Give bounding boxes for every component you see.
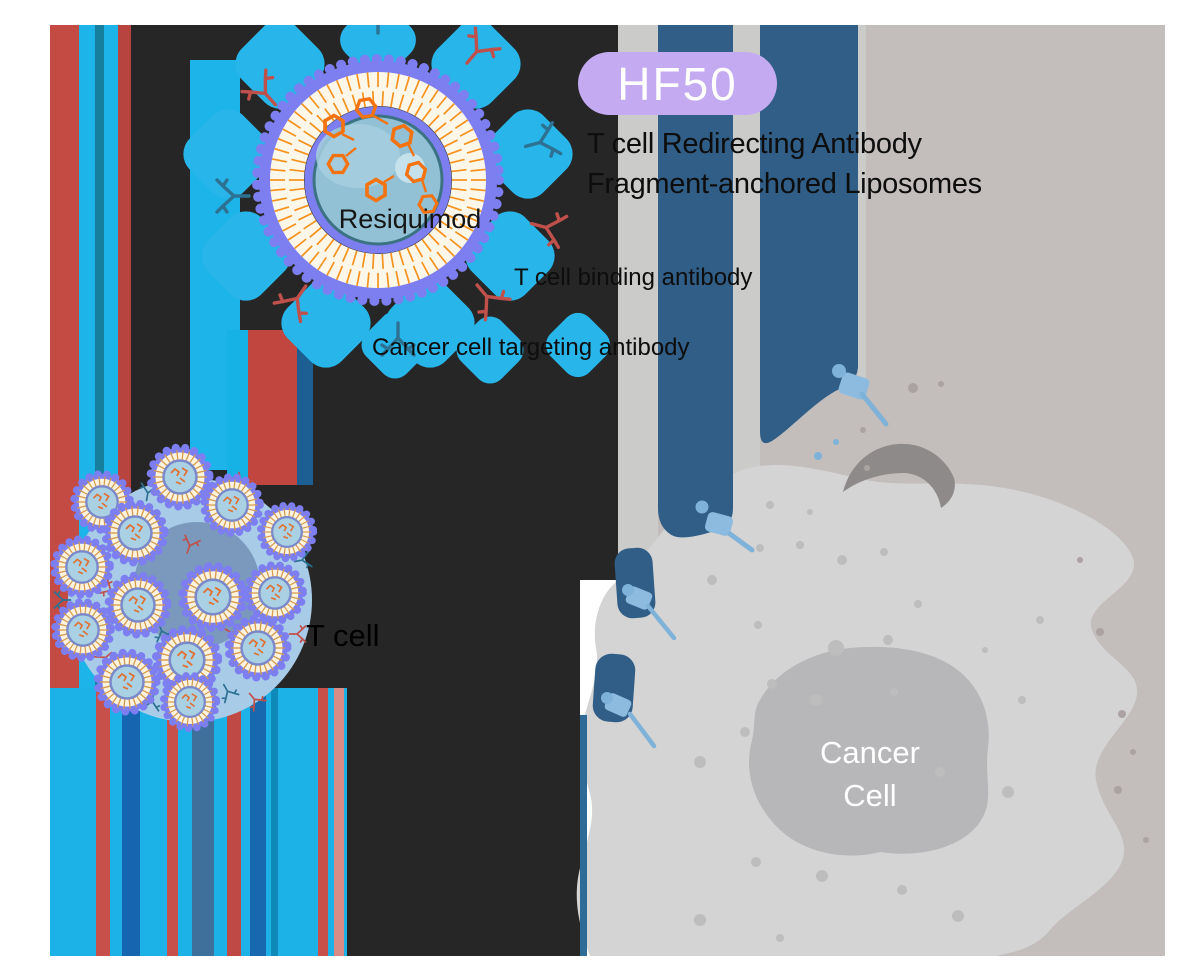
label-t-cell-binding-antibody: T cell binding antibody: [514, 264, 753, 291]
cancer-cell-line2: Cell: [843, 778, 897, 813]
cytoplasm-dot: [1002, 786, 1014, 798]
hf50-badge: HF50: [578, 52, 777, 115]
receptor-stick: [727, 531, 755, 553]
lipid-bilayer-ring: [270, 72, 486, 288]
cytoplasm-dot: [796, 541, 804, 549]
receptor-bead: [832, 364, 846, 378]
receptor-bead: [695, 500, 709, 514]
cytoplasm-dot: [952, 910, 964, 922]
title-line2: Fragment-anchored Liposomes: [587, 168, 982, 200]
cytoplasm-dot: [864, 465, 870, 471]
margin: [0, 0, 1200, 25]
smear-stripe-blue: [250, 688, 266, 956]
cytoplasm-dot: [751, 857, 761, 867]
cytoplasm-dot: [756, 544, 764, 552]
cytoplasm-dot: [938, 381, 944, 387]
liposome: [174, 0, 617, 391]
receptor-bead: [814, 452, 822, 460]
margin: [0, 956, 1200, 968]
cytoplasm-dot: [1096, 628, 1104, 636]
cytoplasm-dot: [1077, 557, 1083, 563]
receptor-stick: [859, 391, 889, 427]
cytoplasm-dot: [982, 647, 988, 653]
smear-stripe-red: [248, 330, 297, 485]
cytoplasm-dot: [880, 548, 888, 556]
cytoplasm-dots: [694, 381, 1149, 942]
smear-stripe-steel: [192, 688, 214, 956]
cytoplasm-dot: [883, 635, 893, 645]
cytoplasm-dot: [897, 885, 907, 895]
resiquimod-molecules: [323, 94, 441, 218]
cytoplasm-dot: [837, 555, 847, 565]
lipid-tails: [270, 72, 486, 288]
smear-stripe-teal: [271, 688, 278, 956]
diagram-title: T cell Redirecting Antibody Fragment-anc…: [587, 124, 982, 204]
smear-stripe-navy: [297, 330, 313, 485]
cytoplasm-dot: [1118, 710, 1126, 718]
cytoplasm-dot: [1036, 616, 1044, 624]
label-cancer-cell: Cancer Cell: [770, 731, 970, 817]
margin: [1165, 0, 1200, 968]
cancer-receptors: [592, 25, 889, 749]
cancer-cell-line1: Cancer: [820, 735, 920, 770]
cytoplasm-dot: [860, 427, 866, 433]
smear-stripe-red: [96, 688, 110, 956]
t-cell: [54, 448, 314, 729]
receptor-stick: [627, 711, 657, 749]
margin: [0, 0, 50, 968]
cytoplasm-dot: [740, 727, 750, 737]
membrane-fold: [843, 443, 955, 508]
smear-stripe-red: [318, 688, 328, 956]
cytoplasm-dot: [766, 501, 774, 509]
smear-stripe-gray: [858, 25, 866, 393]
cytoplasm-dot: [1130, 749, 1136, 755]
smear-stripe-red: [227, 688, 241, 956]
cytoplasm-dot: [908, 383, 918, 393]
outer-lipid-heads: [252, 54, 504, 306]
cytoplasm-dot: [828, 640, 844, 656]
cytoplasm-dot: [754, 621, 762, 629]
cancer-cell: [576, 381, 1149, 956]
receptor-bead: [833, 439, 839, 445]
cytoplasm-dot: [707, 575, 717, 585]
cytoplasm-dot: [807, 509, 813, 515]
smear-stripe-navy: [580, 715, 587, 956]
receptor-bead: [601, 692, 613, 704]
receptor-stick: [645, 603, 677, 641]
cytoplasm-dot: [1018, 696, 1026, 704]
receptor-tip: [704, 512, 734, 536]
cytoplasm-dot: [694, 914, 706, 926]
cytoplasm-dot: [767, 679, 777, 689]
smear-stripe-teal: [95, 25, 104, 700]
smear-stripe-pink: [334, 688, 344, 956]
title-line1: T cell Redirecting Antibody: [587, 128, 922, 160]
label-resiquimod: Resiquimod: [338, 204, 482, 234]
smear-stripe-blue: [122, 688, 140, 956]
label-t-cell: T cell: [306, 618, 380, 653]
smear-stripe-cyan: [227, 330, 248, 485]
cytoplasm-dot: [935, 767, 945, 777]
receptor-column: [658, 25, 733, 538]
cytoplasm-dot: [816, 870, 828, 882]
cytoplasm-dot: [810, 694, 822, 706]
cytoplasm-dot: [776, 934, 784, 942]
hf50-badge-label: HF50: [617, 57, 738, 110]
cancer-nucleus: [749, 646, 989, 856]
smear-stripe-gray: [618, 25, 658, 565]
cytoplasm-dot: [914, 600, 922, 608]
receptor-bead: [622, 584, 634, 596]
cytoplasm-dot: [890, 688, 898, 696]
label-cancer-cell-targeting-antibody: Cancer cell targeting antibody: [372, 334, 690, 361]
receptor-column: [760, 25, 858, 444]
smear-stripe-red: [167, 688, 178, 956]
t-cell-smear-block: [50, 688, 347, 956]
cytoplasm-dot: [1114, 786, 1122, 794]
cytoplasm-dot: [1143, 837, 1149, 843]
cytoplasm-dot: [694, 756, 706, 768]
